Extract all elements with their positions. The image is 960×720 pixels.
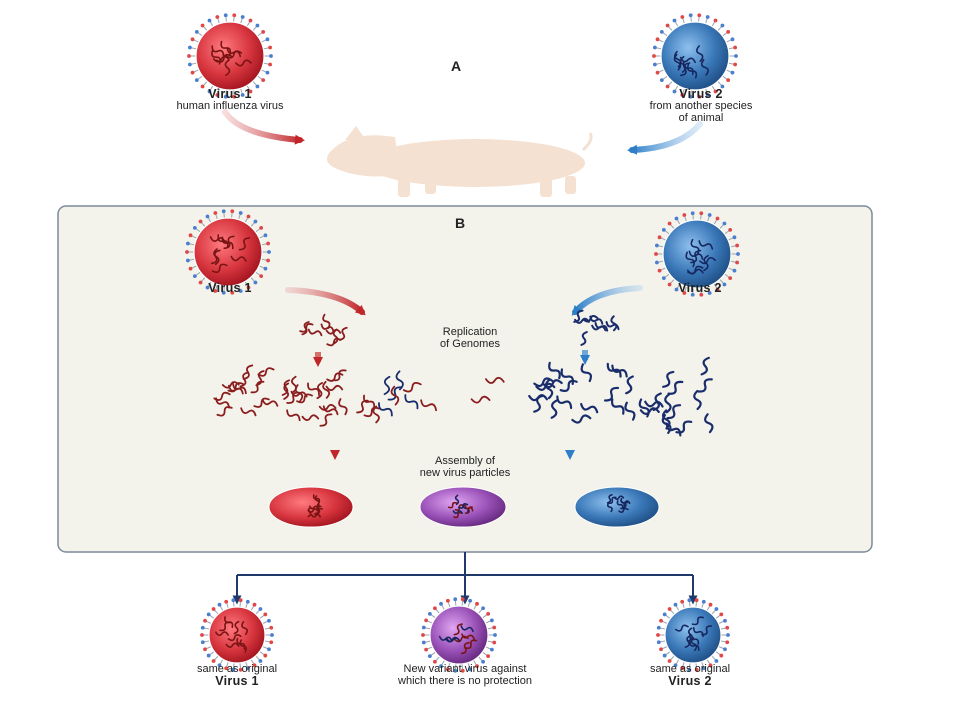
outcome-middle-label: New variant virus against which there is…	[335, 663, 595, 687]
panel-a-virus1-particle	[187, 13, 273, 99]
outcome-middle-line1: New variant virus against	[403, 663, 527, 675]
assembled-red-core	[268, 486, 354, 528]
outcome-right-label: same as original Virus 2	[600, 663, 780, 687]
panel-a-virus2-name: Virus 2	[679, 87, 723, 101]
outcome-right-line1: same as original	[649, 663, 731, 675]
panel-a-virus2-particle	[652, 13, 738, 99]
panel-a-virus2-desc-line2: of animal	[678, 112, 724, 124]
outcome-left-line1: same as original	[196, 663, 278, 675]
replication-line2: of Genomes	[440, 338, 500, 350]
assembled-blue-core	[574, 486, 660, 528]
assembled-purple-core	[419, 486, 507, 528]
panel-a-virus1-label: Virus 1 human influenza virus	[150, 88, 310, 112]
pig-illustration	[326, 126, 593, 197]
outcome-virus1-particle	[200, 598, 274, 672]
outcome-virus2-particle	[656, 598, 730, 672]
panel-a-virus2-desc-line1: from another species	[649, 100, 753, 112]
panel-b-virus2-particle	[654, 211, 740, 297]
assembly-line1: Assembly of	[435, 455, 495, 467]
arrow-virus2-to-replication	[571, 285, 643, 316]
panel-b-virus1-name: Virus 1	[208, 281, 252, 295]
arrow-virus1-to-pig	[222, 109, 305, 145]
arrow-virus2-to-pig	[627, 121, 703, 155]
panel-b-virus1-particle	[185, 209, 271, 295]
outcome-right-line2: Virus 2	[668, 674, 712, 688]
outcome-left-label: same as original Virus 1	[147, 663, 327, 687]
replication-label: Replication of Genomes	[395, 326, 545, 350]
panel-b-virus2-label: Virus 2	[640, 281, 760, 295]
outcome-left-line2: Virus 1	[215, 674, 259, 688]
panel-a-virus1-name: Virus 1	[208, 87, 252, 101]
outcome-variant-particle	[421, 597, 497, 673]
replication-line1: Replication	[442, 326, 498, 338]
virus2-genome-strands	[573, 309, 620, 346]
virus1-genome-strands	[299, 313, 348, 347]
outcome-branch-connector	[232, 552, 698, 605]
replicated-genome-pool	[213, 356, 714, 437]
panel-a-virus2-label: Virus 2 from another species of animal	[616, 88, 786, 124]
panel-b-virus2-name: Virus 2	[678, 281, 722, 295]
arrow-virus1-to-replication	[285, 287, 366, 316]
panel-b-virus1-label: Virus 1	[170, 281, 290, 295]
assembly-line2: new virus particles	[419, 467, 511, 479]
panel-a-letter: A	[451, 58, 463, 74]
panel-b-letter: B	[455, 215, 467, 231]
panel-a-virus1-desc: human influenza virus	[176, 100, 284, 112]
outcome-middle-line2: which there is no protection	[398, 675, 532, 687]
assembly-label: Assembly of new virus particles	[375, 455, 555, 479]
